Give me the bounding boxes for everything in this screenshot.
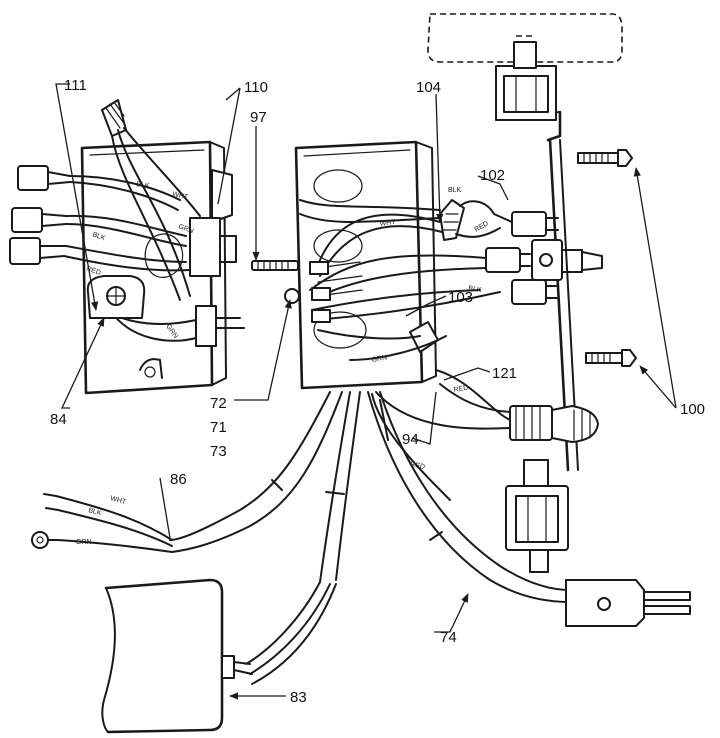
callout-103: 103	[448, 289, 473, 306]
wire-label-left-grn-2: GRN	[164, 323, 179, 340]
wire-label-lamp-red-2: RED	[410, 461, 426, 471]
wire-label-center-blk: BLK	[448, 187, 462, 194]
callout-84: 84	[50, 411, 67, 428]
motor-housing	[101, 578, 253, 734]
callout-86: 86	[170, 471, 187, 488]
wire-label-cord-wht: WHT	[109, 495, 127, 506]
power-plug	[565, 579, 691, 627]
center-junction-box	[284, 140, 437, 390]
motor-cord	[245, 391, 361, 685]
top-solenoid	[495, 41, 557, 121]
bottom-solenoid	[505, 459, 569, 573]
left-junction-box	[80, 140, 227, 395]
callout-102: 102	[480, 167, 505, 184]
toggle-switch	[531, 239, 603, 281]
callout-100: 100	[680, 401, 705, 418]
wire-label-left-blk-2: BLK	[91, 231, 106, 242]
cord-86	[169, 391, 343, 553]
callout-104: 104	[416, 79, 441, 96]
left-wire-nut	[101, 99, 127, 137]
wire-label-left-blk: BLK	[136, 181, 150, 190]
terminal-block	[86, 275, 146, 319]
callout-numbers: 111 110 97 104 102 103 121 84 72 71 73 9…	[50, 77, 705, 706]
callout-97: 97	[250, 109, 267, 126]
left-box-wires	[63, 127, 201, 342]
wire-label-cord-blk: BLK	[88, 507, 103, 517]
callout-74: 74	[440, 629, 457, 646]
wire-label-left-grn: GRN	[177, 223, 194, 235]
center-spade-connectors	[485, 211, 559, 305]
callout-83: 83	[290, 689, 307, 706]
callout-111: 111	[64, 77, 87, 94]
wire-label-center-wht: WHT	[379, 219, 396, 228]
callout-72: 72	[210, 395, 227, 412]
wire-label-center-grn: GRN	[371, 354, 388, 364]
left-box-outlet-unit	[189, 169, 245, 347]
left-spade-connectors	[9, 165, 71, 265]
power-cord-74	[367, 391, 571, 603]
wire-label-left-red: RED	[85, 265, 101, 277]
lamp-leads	[375, 369, 511, 430]
center-box-wires	[299, 199, 513, 361]
callout-121: 121	[492, 365, 517, 382]
cord-86-conductors	[31, 493, 173, 553]
leader-lines	[55, 83, 677, 700]
callout-71: 71	[210, 419, 227, 436]
wire-label-cord-grn: GRN	[76, 539, 92, 546]
indicator-lamp	[509, 405, 599, 443]
wire-label-lamp-red: RED	[453, 385, 469, 394]
wire-label-center-red: RED	[474, 220, 490, 233]
mounting-bolt	[251, 260, 299, 271]
wire-label-center-blk-2: BLK	[468, 285, 483, 294]
center-wire-nuts	[409, 199, 465, 353]
callout-110: 110	[244, 79, 268, 96]
callout-73: 73	[210, 443, 227, 460]
wire-label-left-wht: WHT	[172, 191, 190, 201]
screws	[577, 149, 637, 367]
callout-94: 94	[402, 431, 419, 448]
